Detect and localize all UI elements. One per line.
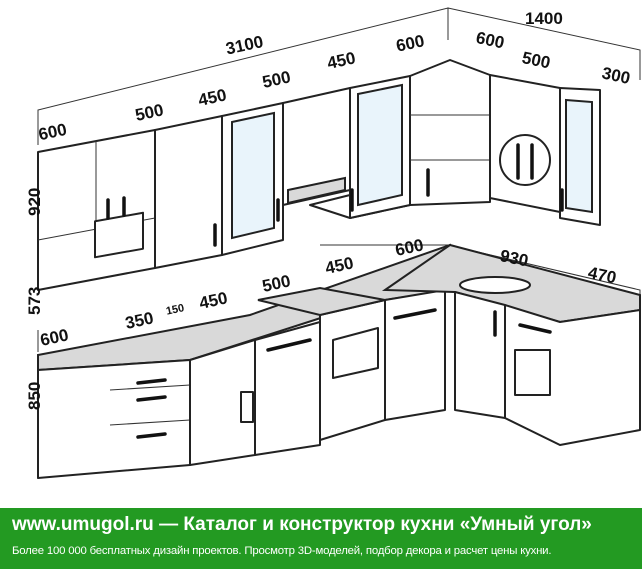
dimension-label: 850 (25, 382, 44, 410)
oven-icon (332, 327, 379, 379)
sink-icon (459, 276, 531, 294)
dimension-label: 500 (520, 48, 552, 72)
dim-upper-left: 600 (37, 120, 69, 144)
dimension-label: 500 (133, 100, 165, 124)
dimension-label: 920 (25, 188, 44, 216)
bottle-icon (240, 391, 254, 423)
dimension-label: 500 (260, 271, 292, 295)
drawing-shape (254, 321, 321, 456)
dimension-label: 150 (165, 302, 185, 318)
drawing-shape (454, 291, 506, 419)
drawing-shape (109, 384, 191, 391)
dimension-label: 500 (261, 67, 293, 91)
drawing-shape (504, 304, 641, 446)
drawing-shape (136, 395, 167, 402)
dimension-label: 600 (38, 325, 70, 349)
drawing-shape (109, 419, 191, 426)
drawing-shape (409, 59, 491, 206)
dimension-label: 450 (197, 288, 229, 312)
drawing-shape (37, 359, 191, 479)
dimension-label: 450 (323, 253, 355, 277)
dimension-label: 600 (394, 31, 426, 55)
hood-icon (287, 176, 346, 205)
base-cabinets-right (381, 243, 641, 446)
dim-total-right: 1400 (525, 9, 563, 28)
drawing-shape (384, 289, 446, 421)
drawing-shape (565, 98, 593, 214)
dimension-label: 450 (196, 85, 228, 109)
dimension-label: 350 (123, 308, 155, 332)
drawing-shape (357, 83, 403, 207)
upper-cabinet-corner (409, 59, 491, 206)
drawing-shape (393, 308, 437, 320)
kitchen-diagram: 3100 1400 600 500 450 500 450 600 600 50… (25, 7, 641, 479)
drawing-shape (136, 432, 167, 439)
dishwasher-icon (514, 349, 551, 396)
upper-cabinets-left (37, 75, 411, 291)
banner-subtitle: Более 100 000 бесплатных дизайн проектов… (12, 545, 552, 557)
promo-banner: www.umugol.ru — Каталог и конструктор ку… (0, 508, 642, 569)
drawing-shape (136, 378, 167, 385)
banner-title[interactable]: www.umugol.ru — Каталог и конструктор ку… (12, 514, 592, 535)
dimension-label: 600 (474, 28, 506, 52)
drawing-shape (266, 338, 312, 352)
drawing-shape (447, 7, 641, 80)
dimension-label: 450 (325, 48, 357, 72)
drawing-shape (231, 111, 275, 240)
microwave-icon (94, 211, 144, 259)
upper-cabinets-right (489, 74, 601, 226)
dimension-label: 573 (25, 287, 44, 315)
plate-cutlery-icon (499, 134, 551, 186)
drawing-shape (518, 323, 552, 334)
drawing-shape (154, 115, 223, 269)
base-cabinets-left (37, 243, 451, 479)
dimension-label: 300 (600, 63, 632, 87)
